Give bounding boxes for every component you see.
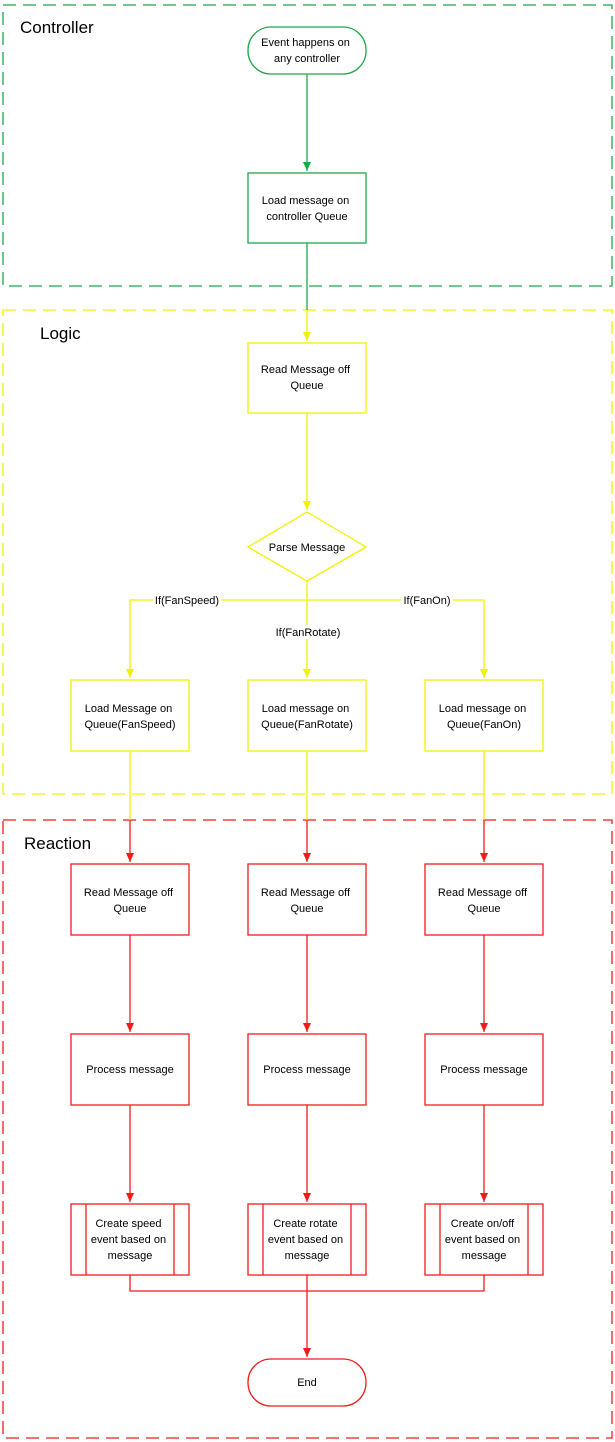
controller-zone [2, 4, 613, 287]
end-text: End [297, 1377, 317, 1389]
create-speed-event-text: Create speed event based on message [91, 1218, 169, 1262]
label-bg-fanspeed [153, 593, 221, 607]
load-queue-fanrotate-box[interactable]: Load message on Queue(FanRotate) [247, 679, 367, 752]
start-terminator[interactable]: Event happens on any controller [247, 26, 367, 75]
logic-read-message-text: Read Message off Queue [261, 364, 353, 392]
load-controller-queue-text: Load message on controller Queue [262, 195, 353, 223]
load-queue-fanon-text: Load message on Queue(FanOn) [439, 703, 530, 731]
edge-label-fanon: If(FanOn) [403, 595, 450, 607]
reaction-read-speed-box[interactable]: Read Message off Queue [70, 863, 190, 936]
reaction-read-rotate-box[interactable]: Read Message off Queue [247, 863, 367, 936]
create-rotate-event-box[interactable]: Create rotate event based on message [247, 1203, 367, 1276]
edge-label-fanspeed: If(FanSpeed) [155, 595, 219, 607]
logic-zone-title: Logic [40, 324, 81, 343]
create-speed-event-box[interactable]: Create speed event based on message [70, 1203, 190, 1276]
logic-read-message-box[interactable]: Read Message off Queue [247, 342, 367, 414]
load-queue-fanrotate-text: Load message on Queue(FanRotate) [261, 703, 353, 731]
edge-parse-to-on [307, 599, 488, 678]
reaction-read-speed-text: Read Message off Queue [84, 887, 176, 915]
reaction-read-on-box[interactable]: Read Message off Queue [424, 863, 544, 936]
load-queue-fanspeed-text: Load Message on Queue(FanSpeed) [84, 703, 175, 731]
label-bg-fanon [401, 593, 453, 607]
process-message-rotate-text: Process message [263, 1064, 350, 1076]
create-onoff-event-text: Create on/off event based on message [445, 1218, 523, 1262]
create-onoff-event-box[interactable]: Create on/off event based on message [424, 1203, 544, 1276]
label-bg-fanrotate [270, 625, 346, 639]
process-message-rotate-box[interactable]: Process message [247, 1033, 367, 1106]
process-message-speed-box[interactable]: Process message [70, 1033, 190, 1106]
process-message-on-box[interactable]: Process message [424, 1033, 544, 1106]
reaction-zone-title: Reaction [24, 834, 91, 853]
process-message-on-text: Process message [440, 1064, 527, 1076]
start-text: Event happens on any controller [261, 37, 353, 65]
parse-message-decision[interactable]: Parse Message [246, 511, 368, 582]
process-message-speed-text: Process message [86, 1064, 173, 1076]
end-terminator[interactable]: End [247, 1358, 367, 1407]
load-queue-fanspeed-box[interactable]: Load Message on Queue(FanSpeed) [70, 679, 190, 752]
parse-message-text: Parse Message [269, 542, 345, 554]
reaction-read-on-text: Read Message off Queue [438, 887, 530, 915]
edge-label-fanrotate: If(FanRotate) [276, 627, 341, 639]
controller-zone-title: Controller [20, 18, 94, 37]
edge-parse-to-speed [126, 599, 307, 678]
create-rotate-event-text: Create rotate event based on message [268, 1218, 346, 1262]
load-queue-fanon-box[interactable]: Load message on Queue(FanOn) [424, 679, 544, 752]
load-controller-queue-box[interactable]: Load message on controller Queue [247, 172, 367, 244]
reaction-read-rotate-text: Read Message off Queue [261, 887, 353, 915]
